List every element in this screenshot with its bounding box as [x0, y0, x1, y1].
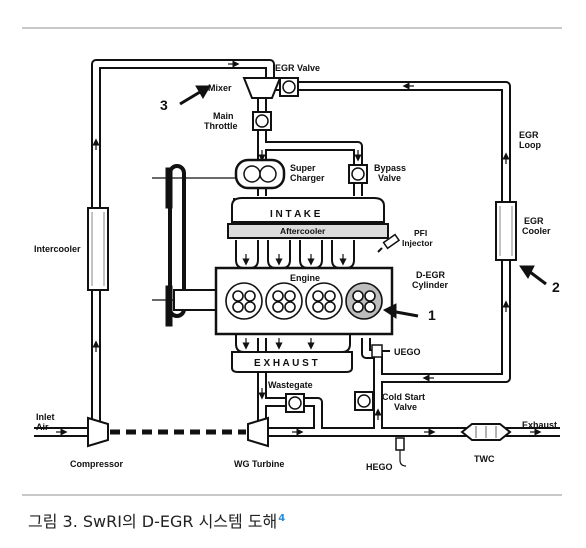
- label-mixer: Mixer: [208, 83, 232, 93]
- main-throttle: [252, 111, 272, 131]
- diagram-labels: EGR Valve Mixer Main Throttle EGR Loop S…: [34, 63, 560, 472]
- label-inlet-air-2: Air: [36, 422, 49, 432]
- cylinders: [225, 282, 383, 320]
- figure-caption: 그림 3. SwRI의 D-EGR 시스템 도해4: [28, 508, 285, 532]
- label-super-charger-1: Super: [290, 163, 316, 173]
- label-exhaust-out: Exhaust: [522, 420, 557, 430]
- callout-1: 1: [428, 307, 436, 323]
- label-bypass-valve-2: Valve: [378, 173, 401, 183]
- caption-reference[interactable]: 4: [278, 513, 286, 524]
- wastegate: [285, 393, 305, 413]
- label-exhaust-manifold: E X H A U S T: [254, 358, 318, 369]
- label-uego: UEGO: [394, 347, 421, 357]
- pfi-injector: [377, 233, 401, 253]
- label-engine: Engine: [290, 273, 320, 283]
- supercharger: [234, 158, 286, 190]
- wg-turbine: [247, 416, 269, 448]
- label-egr-cooler-1: EGR: [524, 216, 544, 226]
- label-cold-start-valve-2: Valve: [394, 402, 417, 412]
- d-egr-cylinder: [345, 282, 383, 320]
- label-egr-valve: EGR Valve: [275, 63, 320, 73]
- d-egr-system-diagram: EGR Valve Mixer Main Throttle EGR Loop S…: [34, 59, 560, 472]
- label-degr-cylinder-2: Cylinder: [412, 280, 449, 290]
- label-egr-cooler-2: Cooler: [522, 226, 551, 236]
- intake-manifold: [231, 197, 385, 223]
- cylinder-1: [225, 282, 263, 320]
- intake-runners: [235, 240, 355, 269]
- label-intake: I N T A K E: [270, 209, 321, 220]
- exhaust-manifold: [231, 351, 353, 373]
- label-wg-turbine: WG Turbine: [234, 459, 284, 469]
- belt-drive: [165, 164, 222, 327]
- label-main-throttle-1: Main: [213, 111, 234, 121]
- caption-text: 그림 3. SwRI의 D-EGR 시스템 도해: [28, 512, 278, 531]
- label-compressor: Compressor: [70, 459, 124, 469]
- flow-arrows: [56, 60, 542, 436]
- exhaust-runners: [235, 334, 351, 353]
- label-egr-loop-2: Loop: [519, 140, 541, 150]
- bypass-valve: [348, 164, 368, 184]
- label-intercooler: Intercooler: [34, 244, 81, 254]
- label-egr-loop-1: EGR: [519, 130, 539, 140]
- label-main-throttle-2: Throttle: [204, 121, 238, 131]
- label-inlet-air-1: Inlet: [36, 412, 55, 422]
- label-twc: TWC: [474, 454, 495, 464]
- label-wastegate: Wastegate: [268, 380, 313, 390]
- bottom-rule: [22, 494, 562, 496]
- aftercooler: [227, 223, 389, 239]
- label-bypass-valve-1: Bypass: [374, 163, 406, 173]
- callout-arrows: [179, 85, 547, 319]
- label-hego: HEGO: [366, 462, 393, 472]
- egr-cooler: [495, 201, 517, 261]
- label-pfi-injector-1: PFI: [414, 228, 427, 238]
- label-super-charger-2: Charger: [290, 173, 325, 183]
- cylinder-3: [305, 282, 343, 320]
- top-rule: [22, 27, 562, 29]
- label-pfi-injector-2: Injector: [402, 238, 433, 248]
- cylinder-2: [265, 282, 303, 320]
- callout-2: 2: [552, 279, 560, 295]
- compressor: [87, 416, 109, 448]
- label-cold-start-valve-1: Cold Start: [382, 392, 425, 402]
- intercooler: [87, 207, 109, 291]
- callout-3: 3: [160, 97, 168, 113]
- twc-catalyst: [460, 423, 512, 441]
- label-degr-cylinder-1: D-EGR: [416, 270, 446, 280]
- hego-sensor: [395, 437, 407, 467]
- pipe-network: [34, 59, 560, 437]
- cold-start-valve: [354, 391, 374, 411]
- egr-valve: [279, 77, 299, 97]
- mixer: [242, 77, 282, 99]
- uego-sensor: [371, 344, 390, 358]
- label-aftercooler: Aftercooler: [280, 226, 326, 236]
